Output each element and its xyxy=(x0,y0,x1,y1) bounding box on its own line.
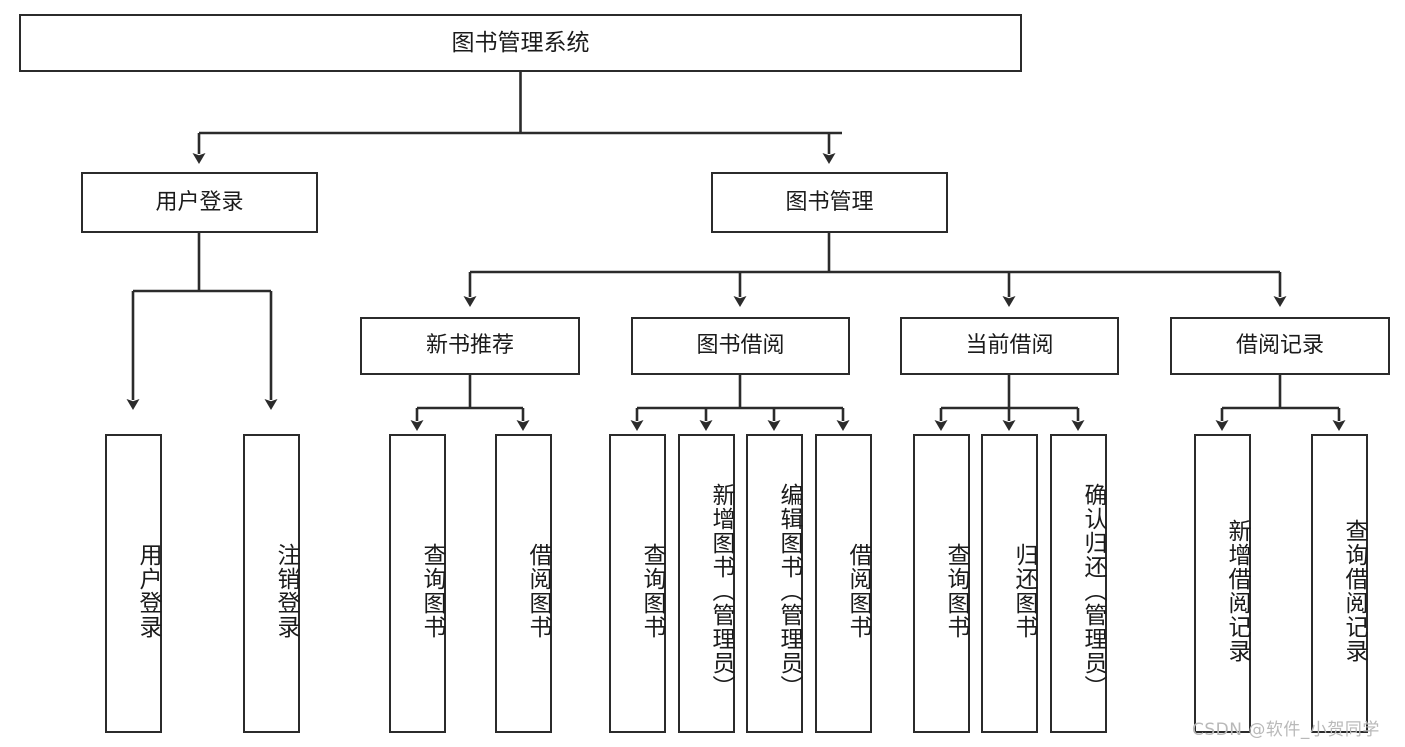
node-book-management[interactable]: 图书管理 xyxy=(711,172,948,233)
leaf-new-book-query-label: 查询图书 xyxy=(419,542,445,639)
node-book-borrow-label: 图书借阅 xyxy=(696,333,785,359)
leaf-book-borrow-edit[interactable]: 编辑图书（管理员） xyxy=(746,434,803,733)
leaf-current-borrow-return[interactable]: 归还图书 xyxy=(981,434,1038,733)
leaf-book-borrow-borrow-label: 借阅图书 xyxy=(845,542,871,639)
node-current-borrow[interactable]: 当前借阅 xyxy=(900,317,1119,375)
leaf-current-borrow-query-label: 查询图书 xyxy=(943,542,969,639)
node-user-login-label: 用户登录 xyxy=(155,189,244,215)
leaf-new-book-borrow[interactable]: 借阅图书 xyxy=(495,434,552,733)
node-borrow-record[interactable]: 借阅记录 xyxy=(1170,317,1390,375)
leaf-current-borrow-confirm-return[interactable]: 确认归还（管理员） xyxy=(1050,434,1107,733)
leaf-current-borrow-return-label: 归还图书 xyxy=(1011,542,1037,639)
node-root-label: 图书管理系统 xyxy=(451,29,590,56)
leaf-user-login-logout-label: 注销登录 xyxy=(273,542,299,639)
leaf-borrow-record-add[interactable]: 新增借阅记录 xyxy=(1194,434,1251,733)
leaf-borrow-record-query-label: 查询借阅记录 xyxy=(1341,518,1367,663)
leaf-book-borrow-edit-label: 编辑图书（管理员） xyxy=(776,482,802,699)
leaf-book-borrow-query-label: 查询图书 xyxy=(639,542,665,639)
leaf-current-borrow-query[interactable]: 查询图书 xyxy=(913,434,970,733)
leaf-borrow-record-add-label: 新增借阅记录 xyxy=(1224,518,1250,663)
node-root[interactable]: 图书管理系统 xyxy=(19,14,1022,72)
node-new-book-recommend[interactable]: 新书推荐 xyxy=(360,317,580,375)
node-book-management-label: 图书管理 xyxy=(785,189,874,215)
node-user-login[interactable]: 用户登录 xyxy=(81,172,318,233)
node-new-book-recommend-label: 新书推荐 xyxy=(425,333,514,359)
leaf-book-borrow-query[interactable]: 查询图书 xyxy=(609,434,666,733)
leaf-user-login-login[interactable]: 用户登录 xyxy=(105,434,162,733)
node-borrow-record-label: 借阅记录 xyxy=(1235,333,1324,359)
watermark: CSDN @软件_小贺同学 xyxy=(1192,720,1380,740)
leaf-new-book-borrow-label: 借阅图书 xyxy=(525,542,551,639)
leaf-borrow-record-query[interactable]: 查询借阅记录 xyxy=(1311,434,1368,733)
node-book-borrow[interactable]: 图书借阅 xyxy=(631,317,850,375)
leaf-book-borrow-add-label: 新增图书（管理员） xyxy=(708,482,734,699)
leaf-user-login-logout[interactable]: 注销登录 xyxy=(243,434,300,733)
leaf-book-borrow-add[interactable]: 新增图书（管理员） xyxy=(678,434,735,733)
node-current-borrow-label: 当前借阅 xyxy=(965,333,1054,359)
leaf-new-book-query[interactable]: 查询图书 xyxy=(389,434,446,733)
leaf-current-borrow-confirm-return-label: 确认归还（管理员） xyxy=(1080,482,1106,699)
leaf-user-login-login-label: 用户登录 xyxy=(135,542,161,639)
leaf-book-borrow-borrow[interactable]: 借阅图书 xyxy=(815,434,872,733)
